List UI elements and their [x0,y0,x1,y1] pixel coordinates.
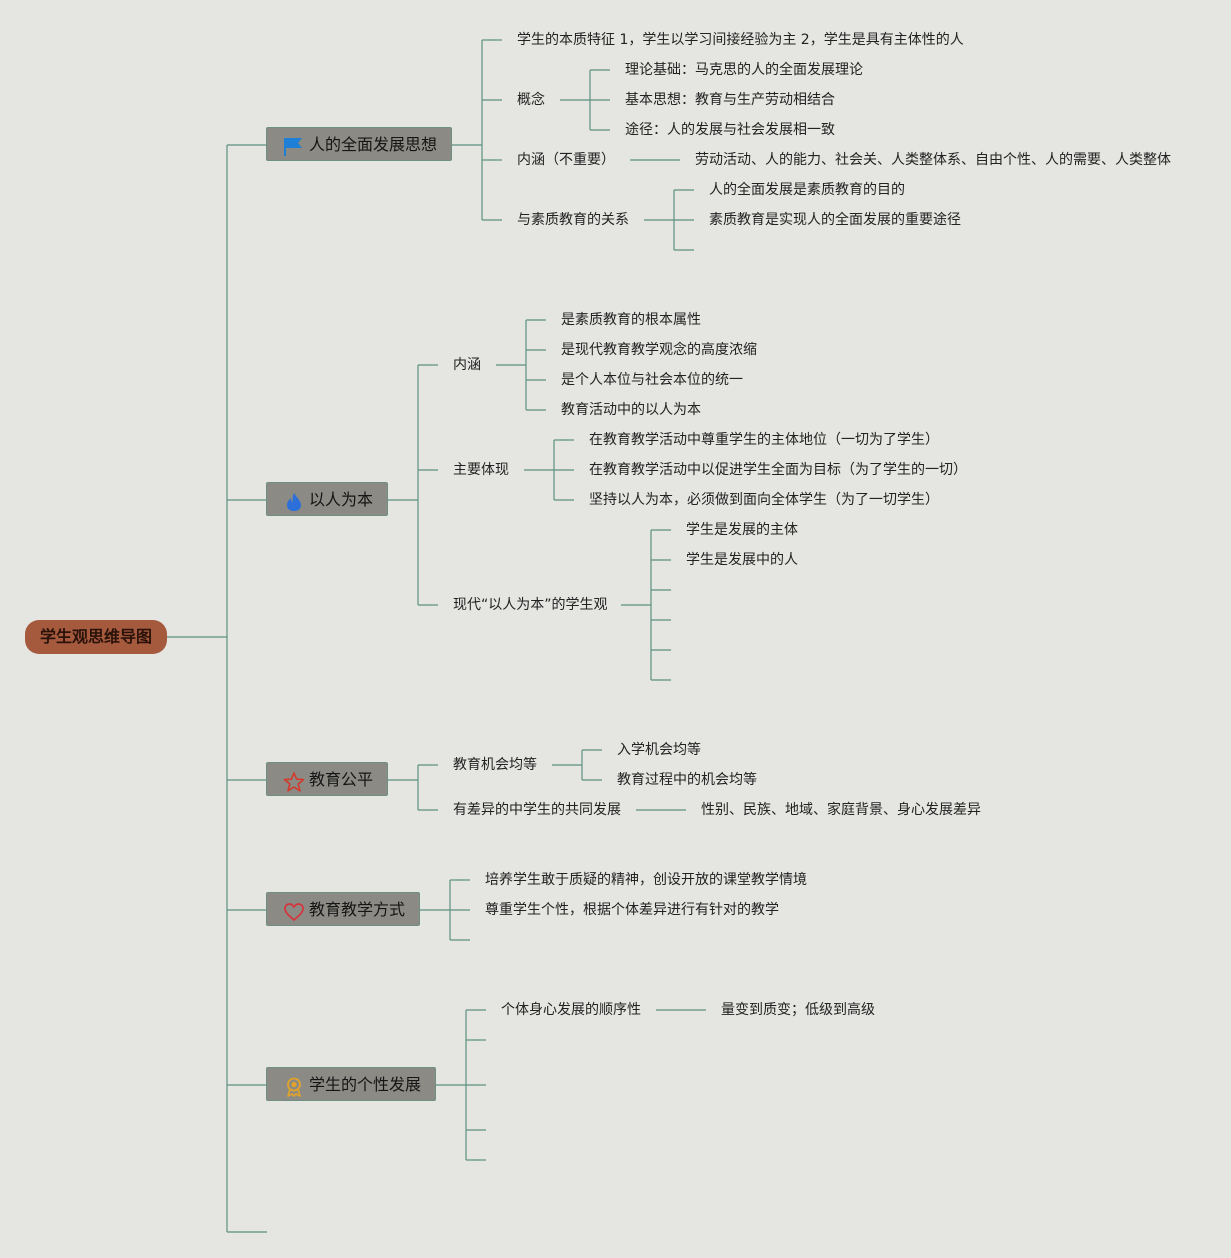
branch-title: 教育教学方式 [309,900,406,919]
branch-title: 教育公平 [309,770,374,789]
connotation-item[interactable]: 是个人本位与社会本位的统一 [561,372,743,388]
branch-title: 以人为本 [309,490,374,509]
student-view-topic[interactable]: 现代“以人为本”的学生观 [453,597,608,613]
branch-title: 人的全面发展思想 [309,135,438,154]
student-essence-text[interactable]: 学生的本质特征 1，学生以学习间接经验为主 2，学生是具有主体性的人 [517,32,964,48]
concept-approach[interactable]: 途径：人的发展与社会发展相一致 [625,122,835,138]
star-icon [283,770,305,792]
connotation-item[interactable]: 是现代教育教学观念的高度浓缩 [561,342,757,358]
connotation-topic[interactable]: 内涵 [453,357,481,373]
flag-icon [283,135,305,156]
concept-basic-idea[interactable]: 基本思想：教育与生产劳动相结合 [625,92,835,108]
student-view-item[interactable]: 学生是发展中的人 [686,552,798,568]
branch-node-people-oriented[interactable]: 以人为本 [266,482,388,516]
connotation-item[interactable]: 教育活动中的以人为本 [561,402,701,418]
teaching-method-item[interactable]: 培养学生敢于质疑的精神，创设开放的课堂教学情境 [485,872,807,888]
connotation-item[interactable]: 是素质教育的根本属性 [561,312,701,328]
fire-icon [283,490,305,511]
heart-icon [283,900,305,922]
differentiated-development-topic[interactable]: 有差异的中学生的共同发展 [453,802,621,818]
branch-title: 学生的个性发展 [309,1075,422,1094]
concept-topic[interactable]: 概念 [517,92,545,108]
differentiated-development-detail[interactable]: 性别、民族、地域、家庭背景、身心发展差异 [701,802,981,818]
root-topic[interactable]: 学生观思维导图 [25,620,167,654]
equal-opportunity-topic[interactable]: 教育机会均等 [453,757,537,773]
branch-node-personality-development[interactable]: 学生的个性发展 [266,1067,436,1101]
concept-theory-basis[interactable]: 理论基础：马克思的人的全面发展理论 [625,62,863,78]
manifestation-topic[interactable]: 主要体现 [453,462,509,478]
relation-purpose[interactable]: 人的全面发展是素质教育的目的 [709,182,905,198]
relation-approach[interactable]: 素质教育是实现人的全面发展的重要途径 [709,212,961,228]
connotation-topic[interactable]: 内涵（不重要） [517,152,615,168]
sequence-detail[interactable]: 量变到质变；低级到高级 [721,1002,875,1018]
relation-topic[interactable]: 与素质教育的关系 [517,212,629,228]
manifestation-item[interactable]: 在教育教学活动中尊重学生的主体地位（一切为了学生） [589,432,939,448]
branch-node-education-equity[interactable]: 教育公平 [266,762,388,796]
branch-node-comprehensive-development[interactable]: 人的全面发展思想 [266,127,452,161]
connotation-detail[interactable]: 劳动活动、人的能力、社会关、人类整体系、自由个性、人的需要、人类整体 [695,152,1171,168]
sequence-topic[interactable]: 个体身心发展的顺序性 [501,1002,641,1018]
award-icon [283,1075,305,1097]
branch-node-teaching-methods[interactable]: 教育教学方式 [266,892,420,926]
equal-opportunity-item[interactable]: 教育过程中的机会均等 [617,772,757,788]
manifestation-item[interactable]: 坚持以人为本，必须做到面向全体学生（为了一切学生） [589,492,939,508]
teaching-method-item[interactable]: 尊重学生个性，根据个体差异进行有针对的教学 [485,902,779,918]
student-view-item[interactable]: 学生是发展的主体 [686,522,798,538]
equal-opportunity-item[interactable]: 入学机会均等 [617,742,701,758]
manifestation-item[interactable]: 在教育教学活动中以促进学生全面为目标（为了学生的一切） [589,462,967,478]
